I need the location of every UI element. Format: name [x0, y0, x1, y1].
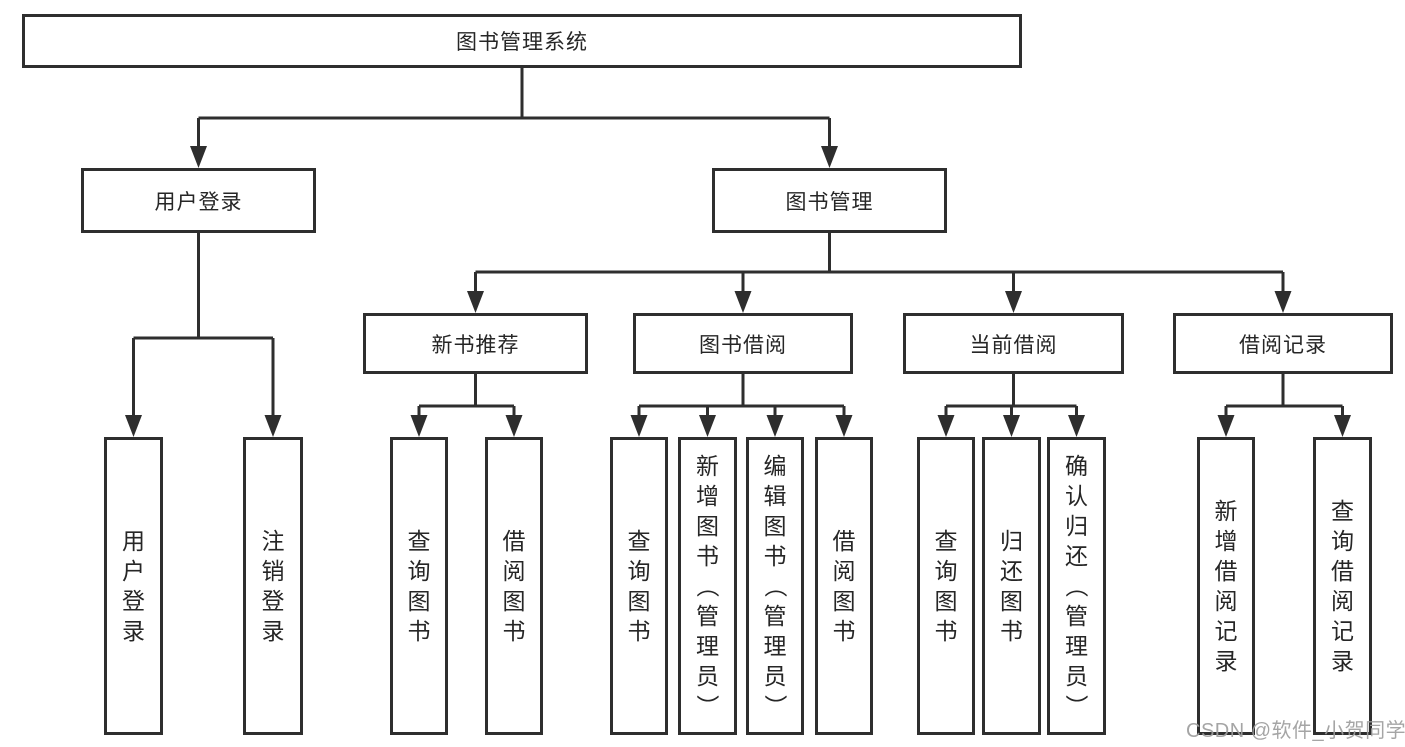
node-label: 用户登录	[122, 528, 145, 644]
leaf-borrow-books-2: 借阅图书	[815, 437, 873, 735]
leaf-user-login: 用户登录	[104, 437, 163, 735]
leaf-query-borrow-record: 查询借阅记录	[1313, 437, 1372, 735]
node-new-book-recommendation: 新书推荐	[363, 313, 588, 374]
node-current-borrowing: 当前借阅	[903, 313, 1124, 374]
node-label: 当前借阅	[969, 333, 1058, 357]
node-label: 查询图书	[407, 528, 431, 644]
leaf-add-books-admin: 新增图书（管理员）	[678, 437, 737, 735]
node-label: 编辑图书（管理员）	[762, 453, 788, 718]
node-book-borrowing: 图书借阅	[633, 313, 853, 374]
node-label: 图书借阅	[699, 333, 787, 357]
connector-paths	[132, 68, 1344, 428]
node-book-management-branch: 图书管理	[712, 168, 947, 233]
leaf-query-books-2: 查询图书	[610, 437, 668, 735]
leaf-query-books-1: 查询图书	[390, 437, 448, 735]
csdn-watermark: CSDN @软件_小贺同学	[1186, 720, 1405, 742]
node-label: 确认归还（管理员）	[1063, 453, 1090, 718]
node-library-management-system: 图书管理系统	[22, 14, 1022, 68]
leaf-logout: 注销登录	[243, 437, 303, 735]
node-label: 借阅记录	[1239, 333, 1327, 357]
node-label: 查询图书	[934, 528, 958, 644]
node-label: 查询借阅记录	[1331, 498, 1354, 674]
arrowheads	[125, 146, 1351, 437]
node-label: 新书推荐	[431, 333, 520, 357]
node-label: 归还图书	[1000, 528, 1023, 644]
node-label: 借阅图书	[832, 528, 856, 644]
leaf-return-books: 归还图书	[982, 437, 1041, 735]
node-label: 图书管理系统	[456, 31, 588, 54]
node-user-login-branch: 用户登录	[81, 168, 316, 233]
node-borrowing-records: 借阅记录	[1173, 313, 1393, 374]
node-label: 用户登录	[154, 190, 243, 214]
leaf-query-books-3: 查询图书	[917, 437, 975, 735]
leaf-confirm-return-admin: 确认归还（管理员）	[1047, 437, 1106, 735]
leaf-add-borrow-record: 新增借阅记录	[1197, 437, 1255, 735]
node-label: 查询图书	[627, 528, 651, 644]
node-label: 新增借阅记录	[1214, 498, 1238, 674]
node-label: 注销登录	[261, 528, 285, 644]
leaf-borrow-books-1: 借阅图书	[485, 437, 543, 735]
node-label: 新增图书（管理员）	[694, 453, 721, 718]
node-label: 图书管理	[785, 190, 874, 214]
leaf-edit-books-admin: 编辑图书（管理员）	[746, 437, 804, 735]
node-label: 借阅图书	[502, 528, 526, 644]
